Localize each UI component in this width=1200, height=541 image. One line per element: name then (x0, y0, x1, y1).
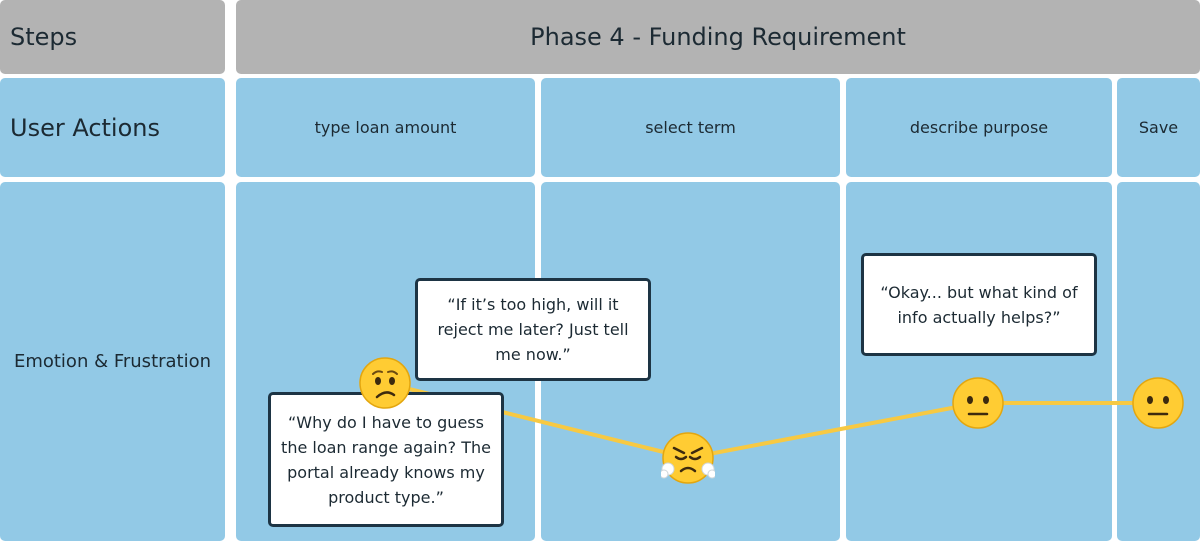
neutral-face-icon (1132, 377, 1184, 429)
steps-label: Steps (10, 23, 78, 51)
steps-row-label: Steps (0, 0, 225, 74)
emotion-label: Emotion & Frustration (13, 351, 212, 372)
quote-text: “Why do I have to guess the loan range a… (281, 412, 491, 507)
phase-title: Phase 4 - Funding Requirement (530, 23, 906, 51)
quote-text: “Okay... but what kind of info actually … (880, 282, 1078, 327)
emotion-cell-3 (846, 182, 1112, 541)
phase-header: Phase 4 - Funding Requirement (236, 0, 1200, 74)
action-cell-save: Save (1117, 78, 1200, 177)
user-actions-label: User Actions (10, 113, 160, 142)
quote-text: “If it’s too high, will it reject me lat… (437, 295, 629, 364)
quote-bubble-loan-range: “Why do I have to guess the loan range a… (268, 392, 504, 527)
emotion-line-segment (687, 401, 979, 460)
action-cell-type-loan-amount: type loan amount (236, 78, 535, 177)
confused-face-icon (359, 357, 411, 409)
action-label: type loan amount (314, 118, 457, 137)
neutral-face-icon (952, 377, 1004, 429)
action-label: select term (645, 118, 736, 137)
action-label: describe purpose (909, 118, 1049, 137)
action-label: Save (1138, 118, 1179, 137)
quote-bubble-info-helps: “Okay... but what kind of info actually … (861, 253, 1097, 356)
emotion-row-label: Emotion & Frustration (0, 182, 225, 541)
angry-face-icon (661, 432, 715, 484)
action-cell-select-term: select term (541, 78, 840, 177)
emotion-cell-4 (1117, 182, 1200, 541)
action-cell-describe-purpose: describe purpose (846, 78, 1112, 177)
quote-bubble-too-high: “If it’s too high, will it reject me lat… (415, 278, 651, 381)
user-actions-row-label: User Actions (0, 78, 225, 177)
